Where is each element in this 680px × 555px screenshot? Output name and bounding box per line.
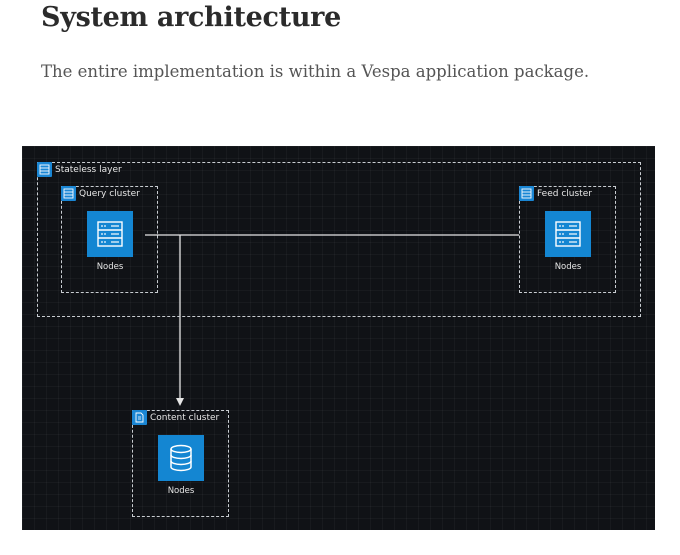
- page-title: System architecture: [41, 2, 341, 33]
- page-subtitle: The entire implementation is within a Ve…: [41, 62, 590, 81]
- server-rack-icon: [37, 162, 52, 177]
- architecture-diagram: Stateless layer Query cluster: [22, 146, 655, 530]
- database-icon: [158, 435, 204, 481]
- content-cluster-group: Content cluster Nodes: [132, 410, 229, 517]
- feed-cluster-header: Feed cluster: [519, 186, 592, 201]
- connector-lines: [145, 234, 519, 406]
- feed-cluster-group: Feed cluster Nodes: [519, 186, 616, 293]
- stateless-layer-label: Stateless layer: [55, 164, 122, 175]
- server-icon: [545, 211, 591, 257]
- feed-cluster-label: Feed cluster: [537, 188, 592, 199]
- server-rack-icon: [519, 186, 534, 201]
- content-cluster-label: Content cluster: [150, 412, 220, 423]
- query-nodes: Nodes: [80, 211, 140, 272]
- feed-nodes: Nodes: [538, 211, 598, 272]
- document-icon: [132, 410, 147, 425]
- query-cluster-group: Query cluster Nodes: [61, 186, 158, 293]
- content-nodes-label: Nodes: [167, 486, 195, 496]
- query-cluster-header: Query cluster: [61, 186, 140, 201]
- content-nodes: Nodes: [151, 435, 211, 496]
- server-rack-icon: [61, 186, 76, 201]
- query-nodes-label: Nodes: [96, 262, 124, 272]
- stateless-layer-group: Stateless layer: [37, 162, 641, 317]
- query-cluster-label: Query cluster: [79, 188, 140, 199]
- content-cluster-header: Content cluster: [132, 410, 219, 425]
- server-icon: [87, 211, 133, 257]
- feed-nodes-label: Nodes: [554, 262, 582, 272]
- stateless-layer-header: Stateless layer: [37, 162, 122, 177]
